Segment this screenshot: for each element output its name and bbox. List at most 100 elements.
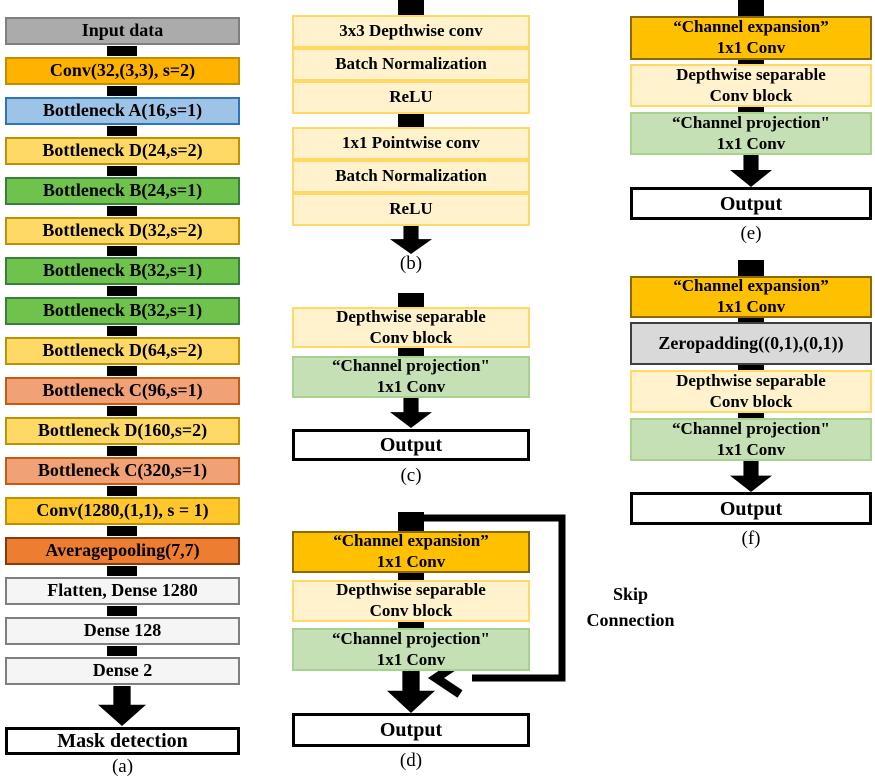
- connector: [738, 260, 764, 276]
- block-label: 1x1 Conv: [376, 377, 446, 396]
- down-arrow-icon: [390, 398, 432, 428]
- block-bottleneck-d64: Bottleneck D(64,s=2): [5, 337, 240, 365]
- skip-label-line: Skip: [612, 584, 649, 604]
- block-label: “Channel projection": [672, 112, 830, 132]
- block-label: 1x1 Conv: [716, 133, 786, 153]
- block-label: Depthwise separable: [676, 370, 826, 390]
- connector: [738, 365, 764, 371]
- block-depthwise-separable: Depthwise separable Conv block: [630, 64, 872, 107]
- block-output: Output: [630, 492, 872, 525]
- connector: [398, 573, 424, 580]
- connector: [107, 366, 137, 376]
- connector: [107, 86, 137, 96]
- connector: [738, 413, 764, 419]
- block-bottleneck-b24: Bottleneck B(24,s=1): [5, 177, 240, 205]
- connector: [398, 293, 424, 308]
- block-label: 1x1 Conv: [716, 297, 786, 316]
- block-bottleneck-b32-2: Bottleneck B(32,s=1): [5, 297, 240, 325]
- caption-d: (d): [399, 750, 423, 771]
- block-dense-2: Dense 2: [5, 657, 240, 685]
- block-label: Depthwise separable: [676, 64, 826, 84]
- connector: [107, 526, 137, 536]
- connector: [398, 512, 424, 531]
- block-conv-1280: Conv(1280,(1,1), s = 1): [5, 497, 240, 525]
- block-label: Conv block: [369, 327, 453, 347]
- block-label: 1x1 Conv: [716, 38, 786, 57]
- connector: [398, 0, 424, 15]
- block-flatten-dense-1280: Flatten, Dense 1280: [5, 577, 240, 605]
- connector: [398, 622, 424, 628]
- connector: [107, 246, 137, 256]
- connector: [107, 326, 137, 336]
- block-bottleneck-c96: Bottleneck C(96,s=1): [5, 377, 240, 405]
- connector: [107, 606, 137, 616]
- block-input-data: Input data: [5, 17, 240, 45]
- block-channel-projection: “Channel projection" 1x1 Conv: [630, 112, 872, 155]
- connector: [107, 206, 137, 216]
- block-label: “Channel expansion”: [673, 17, 829, 37]
- block-output: Output: [292, 429, 530, 461]
- block-bottleneck-d32: Bottleneck D(32,s=2): [5, 217, 240, 245]
- connector: [107, 126, 137, 136]
- down-arrow-icon: [390, 226, 432, 254]
- connector: [738, 60, 764, 66]
- connector: [738, 107, 764, 113]
- caption-b: (b): [399, 253, 423, 274]
- block-relu-1: ReLU: [292, 81, 530, 114]
- connector: [738, 0, 764, 16]
- block-conv-32: Conv(32,(3,3), s=2): [5, 57, 240, 85]
- block-label: Depthwise separable: [336, 580, 486, 600]
- connector: [398, 348, 424, 356]
- block-label: 1x1 Conv: [376, 552, 446, 571]
- block-mask-detection: Mask detection: [5, 727, 240, 755]
- down-arrow-icon: [730, 461, 772, 492]
- connector: [107, 406, 137, 416]
- block-depthwise-separable: Depthwise separable Conv block: [292, 307, 530, 348]
- block-bottleneck-a16: Bottleneck A(16,s=1): [5, 97, 240, 125]
- block-channel-expansion: “Channel expansion” 1x1 Conv: [630, 276, 872, 318]
- connector: [107, 286, 137, 296]
- block-depthwise-separable: Depthwise separable Conv block: [292, 580, 530, 622]
- block-output: Output: [292, 713, 530, 747]
- block-label: “Channel projection": [332, 628, 490, 648]
- block-1x1-pointwise-conv: 1x1 Pointwise conv: [292, 127, 530, 160]
- block-bottleneck-d24: Bottleneck D(24,s=2): [5, 137, 240, 165]
- block-batch-normalization-2: Batch Normalization: [292, 160, 530, 193]
- block-depthwise-separable: Depthwise separable Conv block: [630, 370, 872, 413]
- block-label: 1x1 Conv: [716, 439, 786, 459]
- block-channel-projection: “Channel projection" 1x1 Conv: [292, 356, 530, 398]
- connector: [107, 486, 137, 496]
- block-label: Conv block: [709, 85, 793, 105]
- block-zeropadding: Zeropadding((0,1),(0,1)): [630, 322, 872, 365]
- block-channel-projection: “Channel projection" 1x1 Conv: [630, 418, 872, 461]
- block-channel-expansion: “Channel expansion” 1x1 Conv: [292, 531, 530, 573]
- block-label: “Channel projection": [672, 418, 830, 438]
- down-arrow-icon: [730, 155, 772, 187]
- connector: [107, 646, 137, 656]
- connector: [107, 566, 137, 576]
- connector: [107, 166, 137, 176]
- block-averagepooling: Averagepooling(7,7): [5, 537, 240, 565]
- block-channel-projection: “Channel projection" 1x1 Conv: [292, 628, 530, 671]
- down-arrow-icon: [98, 686, 146, 726]
- connector: [738, 318, 764, 323]
- connector: [107, 46, 137, 56]
- connector: [107, 446, 137, 456]
- block-label: “Channel expansion”: [333, 531, 489, 551]
- block-dense-128: Dense 128: [5, 617, 240, 645]
- block-label: Depthwise separable: [336, 306, 486, 326]
- caption-c: (c): [400, 465, 422, 486]
- block-label: 1x1 Conv: [376, 649, 446, 669]
- block-label: “Channel projection": [332, 356, 490, 376]
- block-channel-expansion: “Channel expansion” 1x1 Conv: [630, 16, 872, 60]
- block-output: Output: [630, 187, 872, 220]
- block-bottleneck-b32-1: Bottleneck B(32,s=1): [5, 257, 240, 285]
- block-label: Conv block: [369, 601, 453, 620]
- block-label: Conv block: [709, 391, 793, 411]
- skip-connection-label: Skip Connection: [568, 581, 693, 633]
- block-bottleneck-d160: Bottleneck D(160,s=2): [5, 417, 240, 445]
- caption-f: (f): [741, 528, 761, 549]
- skip-label-line: Connection: [586, 610, 675, 631]
- connector: [398, 114, 424, 127]
